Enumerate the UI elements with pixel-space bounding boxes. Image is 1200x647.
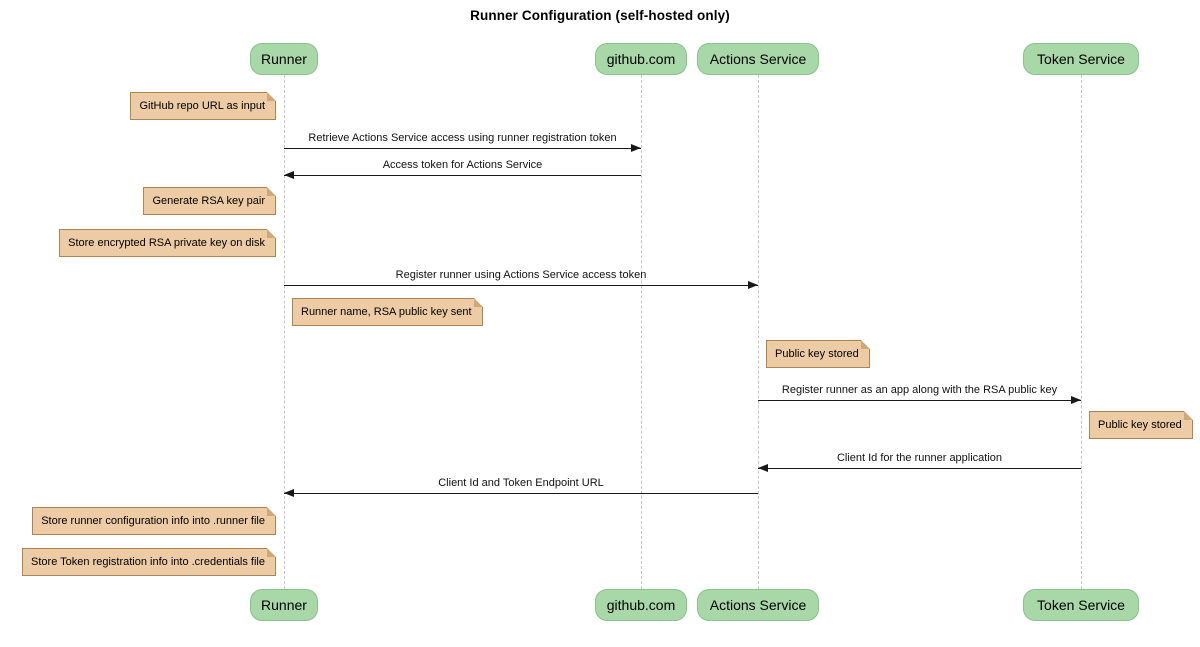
message-label: Retrieve Actions Service access using ru… — [308, 132, 617, 144]
note-2: Generate RSA key pair — [143, 187, 276, 215]
message-label: Access token for Actions Service — [382, 159, 543, 171]
arrowhead-icon — [284, 489, 294, 497]
message-line-3 — [284, 285, 758, 286]
arrowhead-icon — [748, 281, 758, 289]
participant-top-token-service: Token Service — [1023, 43, 1139, 75]
arrowhead-icon — [1071, 396, 1081, 404]
note-8: Store Token registration info into .cred… — [22, 548, 276, 576]
arrowhead-icon — [631, 144, 641, 152]
arrowhead-icon — [758, 464, 768, 472]
message-label: Client Id for the runner application — [836, 452, 1003, 464]
note-1: GitHub repo URL as input — [130, 92, 276, 120]
participant-top-actions-service: Actions Service — [697, 43, 819, 75]
note-4: Runner name, RSA public key sent — [292, 298, 483, 326]
arrowhead-icon — [284, 171, 294, 179]
lifeline-token-service — [1080, 75, 1082, 589]
participant-bottom-runner: Runner — [250, 589, 318, 621]
note-6: Public key stored — [1089, 411, 1193, 439]
message-line-6 — [284, 493, 758, 494]
message-line-4 — [758, 400, 1081, 401]
note-5: Public key stored — [766, 340, 870, 368]
note-7: Store runner configuration info into .ru… — [32, 507, 276, 535]
message-label: Client Id and Token Endpoint URL — [438, 477, 604, 489]
participant-bottom-token-service: Token Service — [1023, 589, 1139, 621]
participant-top-github: github.com — [595, 43, 687, 75]
message-line-2 — [284, 175, 641, 176]
participant-bottom-actions-service: Actions Service — [697, 589, 819, 621]
message-label: Register runner as an app along with the… — [781, 384, 1058, 396]
note-3: Store encrypted RSA private key on disk — [59, 229, 276, 257]
diagram-title: Runner Configuration (self-hosted only) — [470, 8, 730, 23]
message-line-5 — [758, 468, 1081, 469]
lifeline-actions-service — [757, 75, 759, 589]
participant-top-runner: Runner — [250, 43, 318, 75]
message-line-1 — [284, 148, 641, 149]
lifeline-github — [640, 75, 642, 589]
participant-bottom-github: github.com — [595, 589, 687, 621]
message-label: Register runner using Actions Service ac… — [395, 269, 647, 281]
lifeline-runner — [283, 75, 285, 589]
